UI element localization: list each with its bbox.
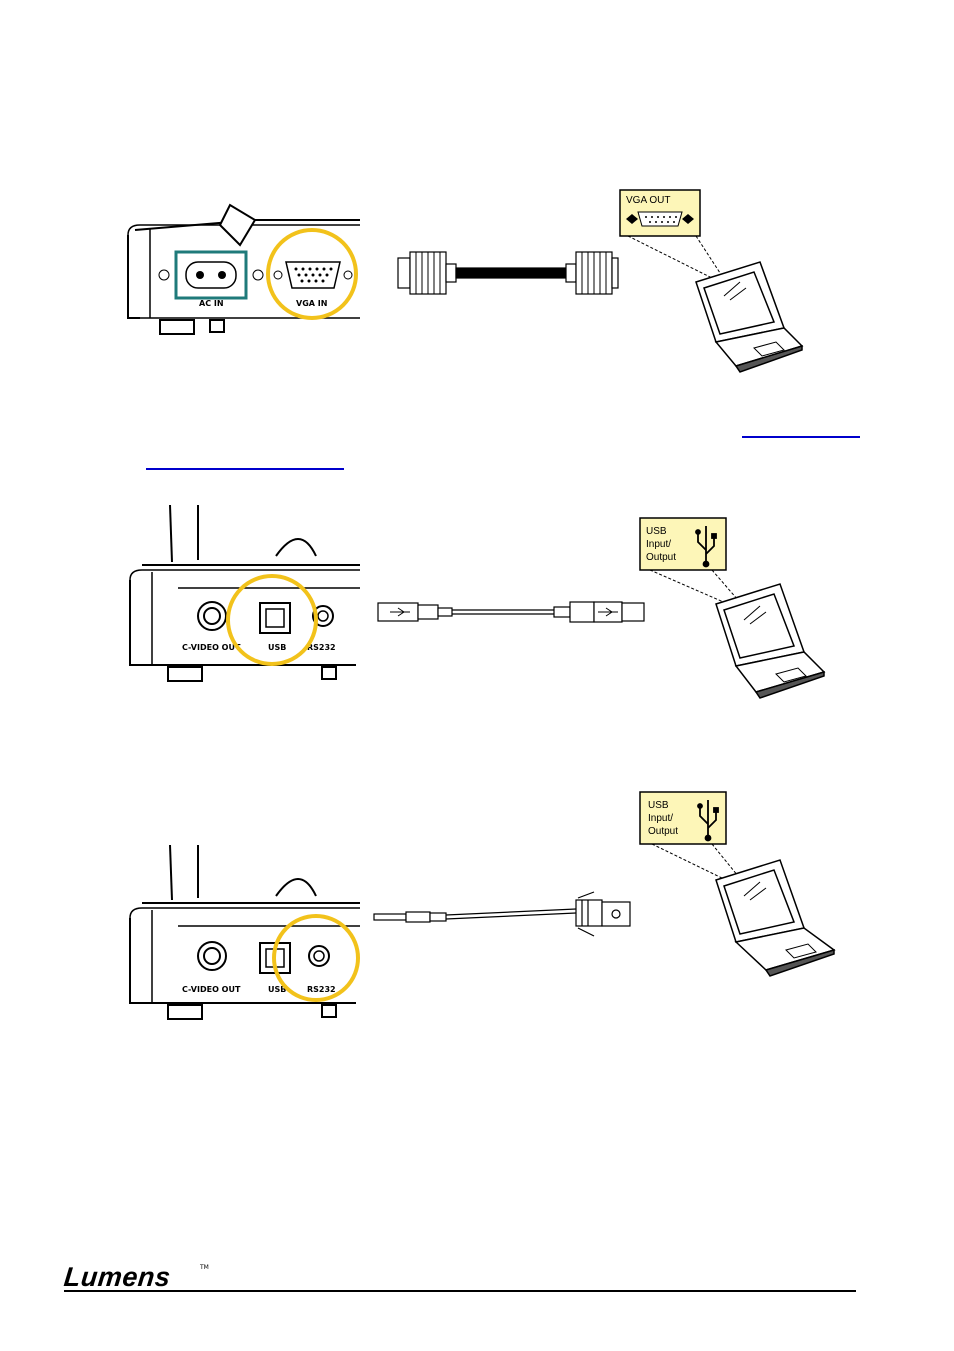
usb-callout: USB Input/ Output <box>639 791 739 881</box>
usb-port-icon: USB <box>259 602 291 652</box>
device-rear-panel <box>127 203 360 335</box>
usb-callout: USB Input/ Output <box>639 517 739 605</box>
usb-callout-line-2: Input/ <box>646 539 671 550</box>
vga-in-port: VGA IN <box>273 261 353 308</box>
c-video-out-label: C-VIDEO OUT <box>182 985 241 994</box>
usb-label: USB <box>268 985 286 994</box>
vga-out-label: VGA OUT <box>626 195 670 206</box>
rs232-cable <box>373 891 631 937</box>
laptop-icon <box>695 261 804 373</box>
ac-in-label: AC IN <box>199 299 224 308</box>
rs232-label: RS232 <box>307 643 336 652</box>
ac-in-socket: AC IN <box>158 250 264 308</box>
vga-in-label: VGA IN <box>296 299 327 308</box>
rs232-label: RS232 <box>307 985 336 994</box>
vga-cable <box>397 251 619 295</box>
hyperlink[interactable] <box>146 468 344 470</box>
figure-rs232-connection: C-VIDEO OUT USB RS232 USB Input <box>129 791 836 1020</box>
hyperlink[interactable] <box>742 436 860 438</box>
c-video-out-port: C-VIDEO OUT <box>182 941 241 994</box>
laptop-icon <box>715 859 836 977</box>
figure-vga-connection: AC IN VGA IN <box>127 189 804 373</box>
trademark-mark: TM <box>200 1264 209 1271</box>
usb-callout-line-1: USB <box>648 800 669 811</box>
usb-callout-line-3: Output <box>646 552 676 563</box>
vga-out-callout: VGA OUT <box>619 189 723 279</box>
highlight-circle <box>226 574 318 666</box>
highlight-circle <box>272 914 360 1002</box>
c-video-out-label: C-VIDEO OUT <box>182 643 241 652</box>
usb-callout-line-1: USB <box>646 526 667 537</box>
device-rear-panel <box>129 844 360 1020</box>
rs232-port-icon: RS232 <box>307 605 336 652</box>
rs232-port-icon: RS232 <box>307 945 336 994</box>
usb-symbol-icon <box>695 526 717 568</box>
usb-callout-line-3: Output <box>648 826 678 837</box>
lumens-logo: Lumens <box>62 1262 173 1292</box>
usb-symbol-icon <box>697 800 719 842</box>
usb-cable <box>377 601 645 623</box>
footer-rule <box>64 1290 856 1292</box>
usb-label: USB <box>268 643 286 652</box>
highlight-circle <box>266 228 358 320</box>
c-video-out-port: C-VIDEO OUT <box>182 601 241 652</box>
laptop-icon <box>715 583 826 699</box>
figure-usb-connection: C-VIDEO OUT USB RS232 USB <box>129 504 826 699</box>
usb-callout-line-2: Input/ <box>648 813 673 824</box>
